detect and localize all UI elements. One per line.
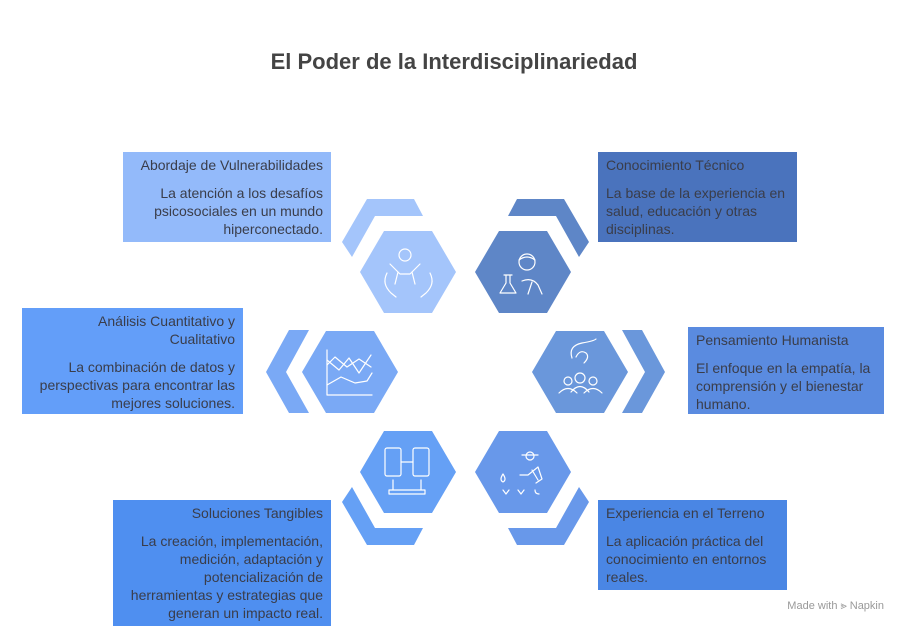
item-soluciones-tangibles: Soluciones Tangibles La creación, implem… (113, 500, 331, 626)
bracket-top-left (342, 199, 423, 257)
item-body: La base de la experiencia en salud, educ… (606, 185, 786, 237)
field-worker-icon (500, 451, 543, 495)
hexagon-hands-child (360, 231, 456, 313)
hands-child-icon (384, 248, 433, 298)
page-title: El Poder de la Interdisciplinariedad (270, 49, 638, 74)
devices-icon (384, 447, 430, 495)
hexagon-field-worker (475, 431, 571, 513)
bracket-bottom-right (508, 487, 589, 545)
item-title: Abordaje de Vulnerabilidades (140, 157, 323, 173)
item-body: La combinación de datos y perspectivas p… (39, 359, 235, 411)
item-title: Experiencia en el Terreno (606, 505, 765, 521)
item-title: Conocimiento Técnico (606, 157, 745, 173)
bracket-middle-right (622, 330, 665, 413)
item-body: El enfoque en la empatía, la comprensión… (696, 360, 871, 412)
scientist-flask-icon (499, 253, 543, 295)
item-title: Análisis Cuantitativo y Cualitativo (98, 313, 235, 347)
item-body: La atención a los desafíos psicosociales… (154, 185, 323, 237)
bracket-bottom-left (342, 487, 423, 545)
hexagon-scientist-flask (475, 231, 571, 313)
item-title: Pensamiento Humanista (696, 332, 849, 348)
hexagon-devices (360, 431, 456, 513)
bracket-middle-left (266, 330, 309, 413)
hexagon-line-chart (302, 331, 398, 413)
item-abordaje-vulnerabilidades: Abordaje de Vulnerabilidades La atención… (123, 152, 331, 242)
item-pensamiento-humanista: Pensamiento Humanista El enfoque en la e… (688, 327, 884, 414)
item-conocimiento-tecnico: Conocimiento Técnico La base de la exper… (598, 152, 797, 242)
bracket-top-right (508, 199, 589, 257)
item-body: La creación, implementación, medición, a… (130, 533, 323, 621)
item-experiencia-terreno: Experiencia en el Terreno La aplicación … (598, 500, 787, 590)
hexagon-hand-people (532, 331, 628, 413)
item-title: Soluciones Tangibles (191, 505, 323, 521)
hand-people-icon (558, 338, 603, 394)
napkin-watermark: Made with ⪢ Napkin (787, 600, 884, 612)
line-chart-icon (326, 349, 373, 396)
item-analisis-cuantitativo: Análisis Cuantitativo y Cualitativo La c… (22, 308, 243, 414)
item-body: La aplicación práctica del conocimiento … (606, 533, 767, 585)
